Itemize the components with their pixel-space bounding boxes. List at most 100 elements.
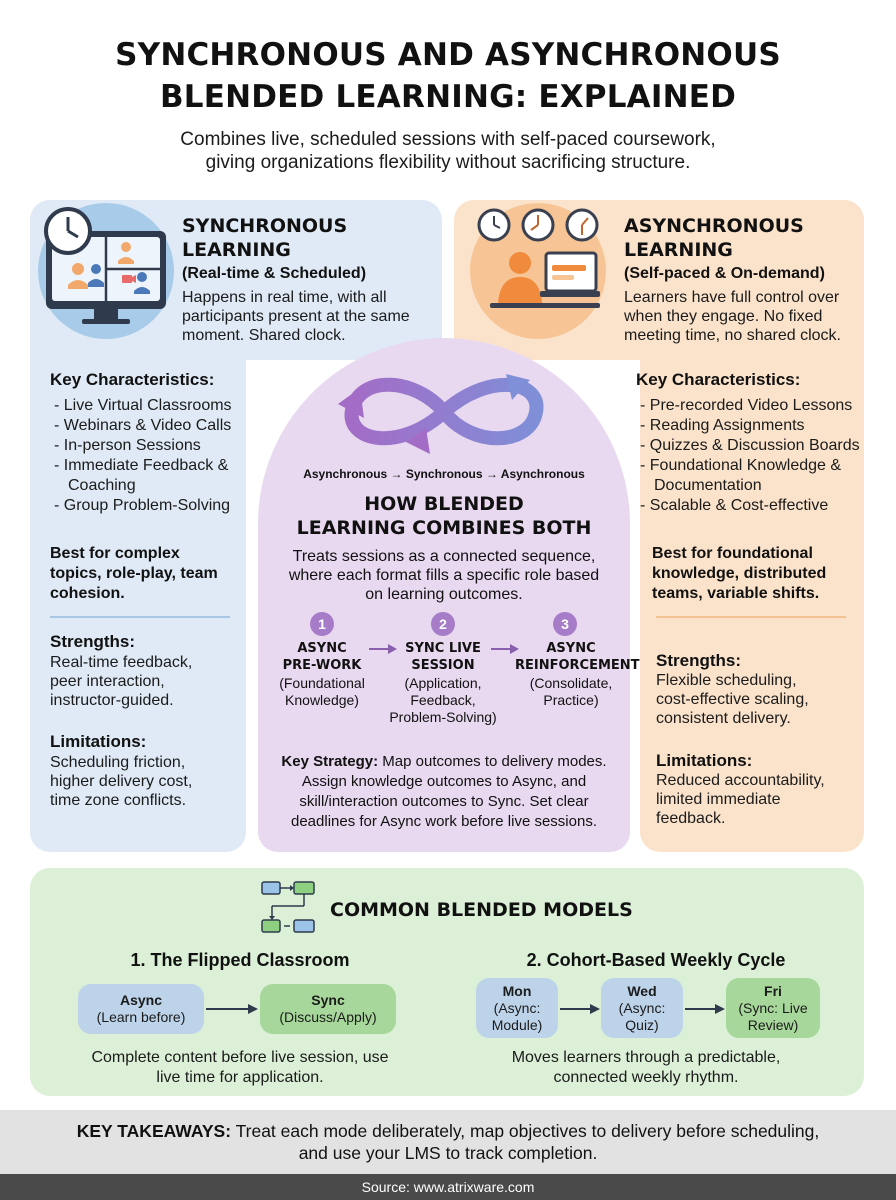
sync-best-line-3: cohesion.: [50, 585, 125, 602]
key-strategy-line-1: Map outcomes to delivery modes.: [378, 753, 607, 770]
cohort-mon-line-2: Module): [491, 1016, 543, 1033]
async-limits-line-2: limited immediate: [656, 791, 781, 808]
step-1-number: 1: [310, 612, 334, 636]
cohort-cycle-title: 2. Cohort-Based Weekly Cycle: [526, 950, 786, 970]
sync-description: Happens in real time, with all participa…: [182, 288, 432, 345]
async-title: ASYNCHRONOUS LEARNING: [624, 214, 804, 262]
blended-desc-line-3: on learning outcomes.: [365, 586, 523, 603]
step-3-sub-line-1: (Consolidate,: [529, 675, 613, 691]
cohort-wed-pill: Wed (Async: Quiz): [601, 978, 683, 1038]
key-takeaways-bar: KEY TAKEAWAYS: Treat each mode deliberat…: [0, 1110, 896, 1174]
async-best-line-2: knowledge, distributed: [652, 565, 827, 582]
list-item: Reading Assignments: [640, 416, 862, 436]
async-characteristics-list: Pre-recorded Video Lessons Reading Assig…: [640, 396, 862, 516]
sync-title-line-2: LEARNING: [182, 239, 291, 261]
async-panel: [640, 200, 864, 852]
async-strengths-line-1: Flexible scheduling,: [656, 672, 797, 689]
async-limitations: Reduced accountability, limited immediat…: [656, 771, 861, 828]
step-3-title: ASYNC REINFORCEMENT: [515, 640, 640, 674]
arrow-right-icon: [206, 1004, 258, 1014]
key-takeaways-label: KEY TAKEAWAYS:: [76, 1121, 232, 1141]
step-3-number: 3: [553, 612, 577, 636]
flipped-classroom-description: Complete content before live session, us…: [60, 1048, 420, 1088]
subtitle-line-1: Combines live, scheduled sessions with s…: [180, 129, 716, 150]
async-strengths-line-2: cost-effective scaling,: [656, 691, 809, 708]
arrow-right-icon: [369, 644, 397, 654]
step-1-title-line-1: ASYNC: [297, 641, 347, 656]
sync-limits-line-2: higher delivery cost,: [50, 773, 193, 790]
async-tagline: (Self-paced & On-demand): [624, 265, 825, 282]
flipped-async-pill: Async (Learn before): [78, 984, 204, 1034]
video-conference-icon: [44, 207, 166, 324]
async-limits-line-3: feedback.: [656, 810, 726, 827]
sync-characteristics-list: Live Virtual Classrooms Webinars & Video…: [54, 396, 244, 516]
sync-strengths-heading: Strengths:: [50, 632, 135, 651]
blended-heading-line-1: HOW BLENDED: [364, 493, 524, 515]
cohort-desc-line-2: connected weekly rhythm.: [553, 1069, 739, 1086]
step-1-subtitle: (Foundational Knowledge): [272, 675, 372, 709]
cohort-fri-label: Fri: [764, 982, 782, 999]
sync-best-line-2: topics, role-play, team: [50, 565, 218, 582]
list-item: Quizzes & Discussion Boards: [640, 436, 862, 456]
models-heading: COMMON BLENDED MODELS: [330, 899, 633, 921]
list-item: Group Problem-Solving: [54, 496, 244, 516]
source-footer: Source: www.atrixware.com: [0, 1174, 896, 1200]
list-item: Pre-recorded Video Lessons: [640, 396, 862, 416]
step-2-title-line-1: SYNC LIVE: [405, 641, 481, 656]
arrow-right-icon: [491, 644, 519, 654]
step-2-title-line-2: SESSION: [411, 658, 475, 673]
page-subtitle: Combines live, scheduled sessions with s…: [0, 128, 896, 174]
async-limitations-heading: Limitations:: [656, 751, 753, 770]
sync-limits-line-1: Scheduling friction,: [50, 754, 186, 771]
sync-strengths: Real-time feedback, peer interaction, in…: [50, 653, 240, 710]
sync-desc-line-2: participants present at the same: [182, 308, 410, 325]
sync-divider: [50, 616, 230, 618]
key-strategy: Key Strategy: Map outcomes to delivery m…: [268, 752, 620, 832]
key-strategy-label: Key Strategy:: [281, 753, 379, 770]
key-takeaways-line-1: Treat each mode deliberately, map object…: [231, 1121, 820, 1141]
step-1-sub-line-1: (Foundational: [279, 675, 365, 691]
cohort-fri-line-1: (Sync: Live: [738, 999, 808, 1016]
models-panel: [30, 868, 864, 1096]
async-desc-line-3: meeting time, no shared clock.: [624, 327, 841, 344]
cohort-cycle-description: Moves learners through a predictable, co…: [466, 1048, 826, 1088]
cohort-fri-line-2: Review): [747, 1016, 799, 1033]
title-line-2: BLENDED LEARNING: EXPLAINED: [159, 79, 737, 115]
blended-panel: [258, 338, 630, 852]
page-title: SYNCHRONOUS AND ASYNCHRONOUS BLENDED LEA…: [0, 34, 896, 118]
flipped-sync-label: Sync: [311, 992, 345, 1008]
self-paced-learner-icon: [477, 208, 600, 308]
sync-key-heading: Key Characteristics:: [50, 370, 215, 389]
async-strengths-heading: Strengths:: [656, 651, 741, 670]
flipped-desc-line-2: live time for application.: [156, 1069, 324, 1086]
step-3-sub-line-2: Practice): [543, 692, 599, 708]
flipped-classroom-title: 1. The Flipped Classroom: [130, 950, 350, 970]
async-best-for: Best for foundational knowledge, distrib…: [652, 544, 857, 604]
async-desc-line-1: Learners have full control over: [624, 289, 840, 306]
sync-best-line-1: Best for complex: [50, 545, 180, 562]
step-1-title: ASYNC PRE-WORK: [272, 640, 372, 674]
async-limits-line-1: Reduced accountability,: [656, 772, 825, 789]
sync-strengths-line-1: Real-time feedback,: [50, 654, 193, 671]
list-item: Webinars & Video Calls: [54, 416, 244, 436]
step-3-title-line-2: REINFORCEMENT: [515, 658, 640, 673]
key-strategy-line-2: Assign knowledge outcomes to Async, and: [301, 773, 587, 790]
async-best-line-3: teams, variable shifts.: [652, 585, 820, 602]
flipped-async-sub: (Learn before): [96, 1009, 186, 1025]
sync-title: SYNCHRONOUS LEARNING: [182, 214, 347, 262]
step-2-sub-line-2: Feedback,: [410, 692, 476, 708]
step-3-subtitle: (Consolidate, Practice): [515, 675, 627, 709]
cohort-wed-line-2: Quiz): [625, 1016, 659, 1033]
blended-heading: HOW BLENDED LEARNING COMBINES BOTH: [258, 492, 630, 540]
blended-heading-line-2: LEARNING COMBINES BOTH: [296, 517, 592, 539]
arrow-right-icon: [560, 1004, 600, 1014]
step-2-subtitle: (Application, Feedback, Problem-Solving): [383, 675, 503, 726]
infinity-cycle-icon: [338, 374, 544, 454]
title-line-1: SYNCHRONOUS AND ASYNCHRONOUS: [115, 37, 781, 73]
sync-limits-line-3: time zone conflicts.: [50, 792, 187, 809]
blended-flow-label: Asynchronous → Synchronous → Asynchronou…: [303, 467, 585, 481]
step-3-title-line-1: ASYNC: [546, 641, 596, 656]
flipped-sync-sub: (Discuss/Apply): [279, 1009, 377, 1025]
async-divider: [656, 616, 846, 618]
step-2-title: SYNC LIVE SESSION: [393, 640, 493, 674]
